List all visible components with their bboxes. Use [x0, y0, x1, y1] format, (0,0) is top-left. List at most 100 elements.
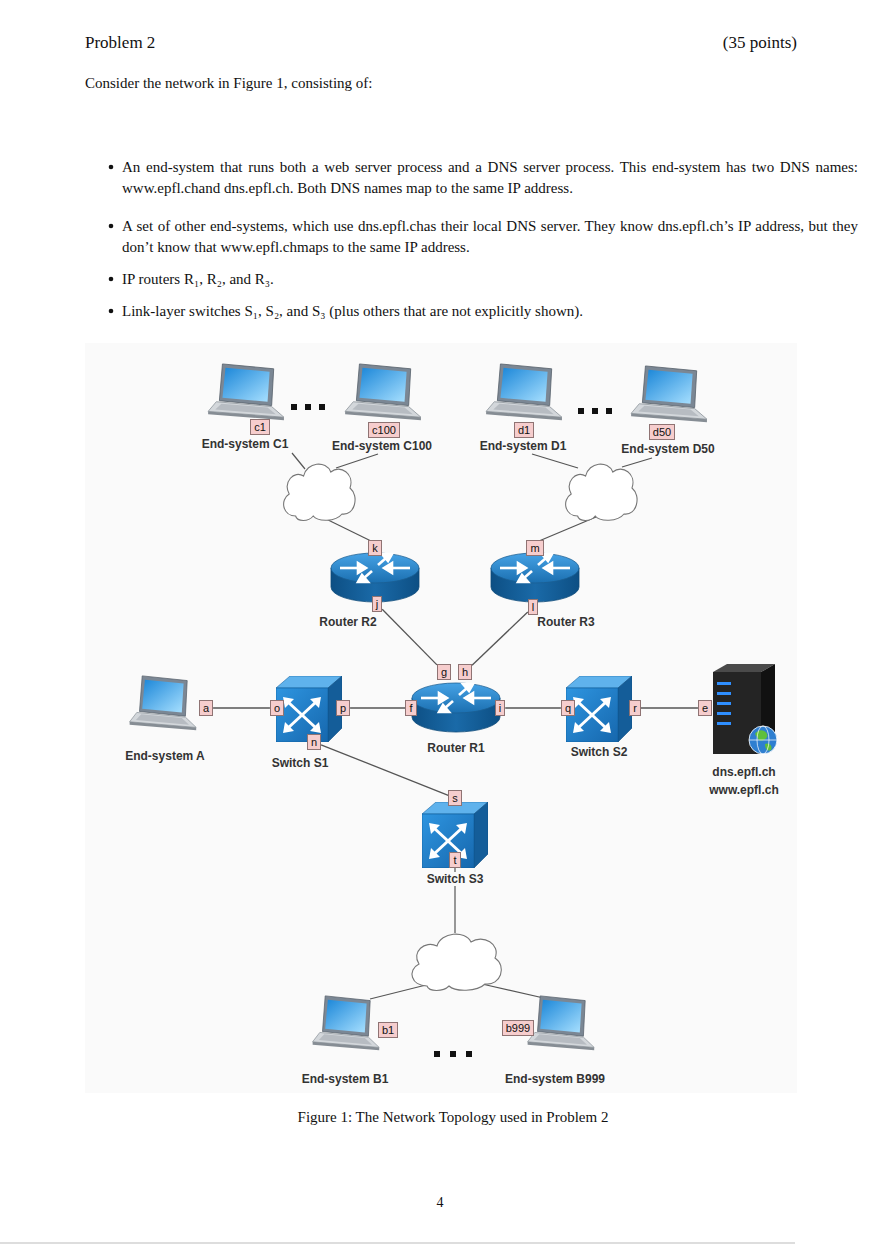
switch-side — [474, 802, 488, 868]
interface-name: i — [499, 701, 501, 715]
server-light — [717, 702, 731, 705]
ellipsis-dot — [305, 404, 311, 410]
interface-box: f — [405, 700, 416, 716]
router-icon — [488, 550, 582, 606]
interface-name: p — [340, 701, 346, 715]
interface-box: r — [629, 700, 641, 716]
router-arrow — [384, 563, 392, 573]
laptop-edge — [130, 722, 197, 730]
interface-box: j — [372, 596, 382, 612]
laptop-edge — [208, 411, 284, 420]
server-light — [717, 722, 731, 725]
router-arrow — [382, 554, 392, 561]
device-name: End-system B1 — [300, 1072, 391, 1086]
laptop-screen — [500, 368, 547, 402]
device-name: Router R1 — [425, 741, 486, 755]
laptop-edge — [631, 413, 707, 422]
network-link — [505, 707, 561, 708]
device-name: End-system D50 — [619, 442, 716, 456]
device-name: Router R3 — [535, 615, 596, 629]
laptop-node: End-system A — [120, 674, 204, 763]
switch-arrow — [283, 697, 294, 708]
ellipsis-dot — [450, 1051, 456, 1057]
router-arrow — [463, 684, 473, 691]
laptop-screen — [540, 1000, 581, 1033]
interface-box: m — [526, 540, 543, 556]
router-top — [412, 683, 500, 713]
switch-node: Switch S2 — [566, 676, 632, 759]
laptop-node: End-system C1 — [200, 362, 291, 451]
wire — [532, 454, 578, 468]
switch-arrow — [573, 697, 584, 708]
interface-name: b1 — [382, 1023, 394, 1037]
wire — [622, 458, 652, 467]
interface-box: i — [495, 700, 505, 716]
interface-name: e — [702, 701, 708, 715]
device-name: End-system B999 — [503, 1072, 607, 1086]
switch-arrow — [288, 702, 316, 728]
switch-arrow — [429, 848, 440, 859]
ellipsis-dot — [319, 404, 325, 410]
device-name: End-system C100 — [330, 439, 434, 453]
switch-arrow — [600, 697, 611, 708]
interface-name: q — [565, 701, 571, 715]
interface-box: d50 — [649, 424, 675, 440]
wire — [336, 454, 378, 468]
server-light — [717, 692, 731, 695]
server-light — [717, 682, 731, 685]
switch-arrow — [434, 828, 462, 854]
interface-name: k — [372, 541, 378, 555]
interface-name: t — [453, 853, 456, 867]
device-name: End-system A — [123, 749, 207, 763]
wire — [482, 984, 548, 999]
interface-name: d50 — [653, 425, 671, 439]
server-node: dns.epfl.chwww.epfl.ch — [707, 664, 781, 797]
interface-name: g — [441, 665, 447, 679]
router-arrow — [500, 567, 518, 570]
switch-arrow — [283, 722, 294, 733]
switch-arrow — [434, 828, 462, 854]
interface-name: r — [633, 701, 637, 715]
switch-arrow — [456, 823, 467, 834]
router-arrow — [552, 567, 570, 570]
laptop-screen — [142, 680, 183, 713]
interface-box: q — [561, 700, 575, 716]
router-top — [491, 553, 579, 583]
ellipsis-dot — [606, 408, 612, 414]
laptop-edge — [486, 411, 562, 420]
intro-text: Consider the network in Figure 1, consis… — [85, 73, 372, 94]
router-arrow — [392, 567, 410, 570]
interface-name: a — [203, 701, 209, 715]
laptop-screen — [222, 368, 269, 402]
laptop-frame — [139, 676, 187, 716]
interface-box: o — [270, 700, 284, 716]
interface-box: a — [199, 700, 213, 716]
interface-box: s — [448, 790, 462, 806]
network-cloud — [284, 464, 355, 520]
laptop-node: End-system C100 — [330, 362, 434, 453]
interface-box: n — [307, 734, 321, 750]
server-light — [717, 712, 731, 715]
interface-box: g — [437, 664, 451, 680]
interface-name: h — [462, 665, 468, 679]
device-name: dns.epfl.ch — [710, 765, 777, 779]
laptop-node: End-system D1 — [478, 362, 569, 453]
laptop-frame — [356, 364, 410, 406]
switch-front — [566, 688, 618, 742]
interface-box: b1 — [378, 1022, 398, 1038]
laptop-edge — [313, 1042, 380, 1050]
router-arrow — [518, 563, 526, 573]
ellipsis-dot — [434, 1051, 440, 1057]
laptop-frame — [497, 364, 551, 406]
router-icon — [409, 680, 503, 736]
laptop-icon — [627, 364, 709, 426]
laptop-icon — [126, 674, 198, 734]
router-arrow — [465, 693, 473, 703]
interface-box: t — [449, 852, 460, 868]
router-arrow — [473, 697, 491, 700]
router-arrow — [544, 563, 552, 573]
interface-name: j — [376, 597, 378, 611]
bullet-text: A set of other end-systems, which use dn… — [122, 216, 858, 258]
interface-name: f — [409, 701, 412, 715]
laptop-node: End-system B1 — [300, 994, 391, 1086]
